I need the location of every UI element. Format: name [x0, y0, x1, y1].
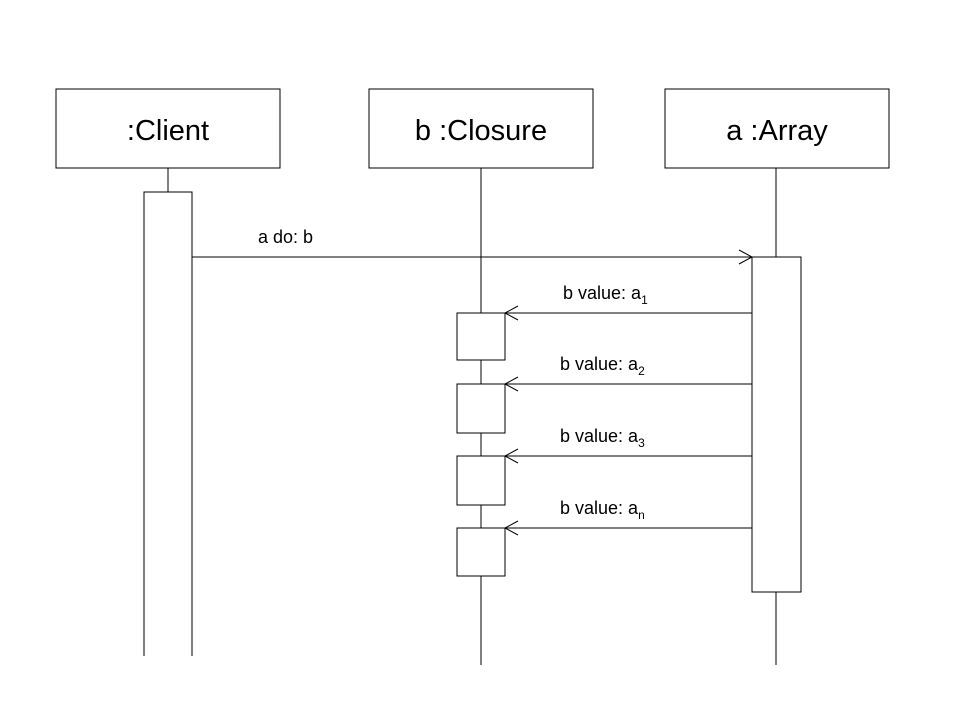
message-subscript: 2	[638, 364, 645, 378]
activation-closure-4	[456, 527, 506, 577]
activation-array	[751, 256, 802, 593]
arrowhead-b-value-a1	[503, 305, 519, 321]
participant-box-closure	[368, 88, 594, 169]
message-label-a-do-b: a do: b	[258, 227, 313, 247]
message-text: b value: a	[560, 354, 639, 374]
arrowhead-b-value-an	[503, 520, 519, 536]
arrowhead-b-value-a2	[503, 376, 519, 392]
participant-label-array: a :Array	[726, 115, 828, 147]
message-text: b value: a	[560, 426, 639, 446]
message-subscript: 3	[638, 436, 645, 450]
message-a-do-b: a do: b	[192, 227, 754, 265]
participant-label-client: :Client	[127, 115, 209, 147]
message-label-b-value-a2: b value: a2	[560, 354, 645, 378]
activation-closure-3	[456, 455, 506, 506]
message-b-value-a1: b value: a1	[503, 283, 752, 321]
participant-box-array	[664, 88, 890, 169]
participant-client: :Client	[55, 88, 281, 169]
activation-closure-2	[456, 383, 506, 434]
message-label-b-value-a1: b value: a1	[563, 283, 648, 307]
message-subscript: 1	[641, 293, 648, 307]
message-b-value-a2: b value: a2	[503, 354, 752, 392]
arrowhead-b-value-a3	[503, 448, 519, 464]
participant-box-client	[55, 88, 281, 169]
message-label-b-value-a3: b value: a3	[560, 426, 645, 450]
arrowhead-a-do-b	[738, 249, 754, 265]
activation-client	[143, 191, 193, 656]
message-subscript: n	[638, 508, 645, 522]
message-b-value-an: b value: an	[503, 498, 752, 536]
message-text: a do: b	[258, 227, 313, 247]
participant-closure: b :Closure	[368, 88, 594, 169]
message-b-value-a3: b value: a3	[503, 426, 752, 464]
message-text: b value: a	[560, 498, 639, 518]
participant-label-closure: b :Closure	[415, 115, 547, 147]
activation-closure-1	[456, 312, 506, 361]
participant-array: a :Array	[664, 88, 890, 169]
message-label-b-value-an: b value: an	[560, 498, 645, 522]
message-text: b value: a	[563, 283, 642, 303]
